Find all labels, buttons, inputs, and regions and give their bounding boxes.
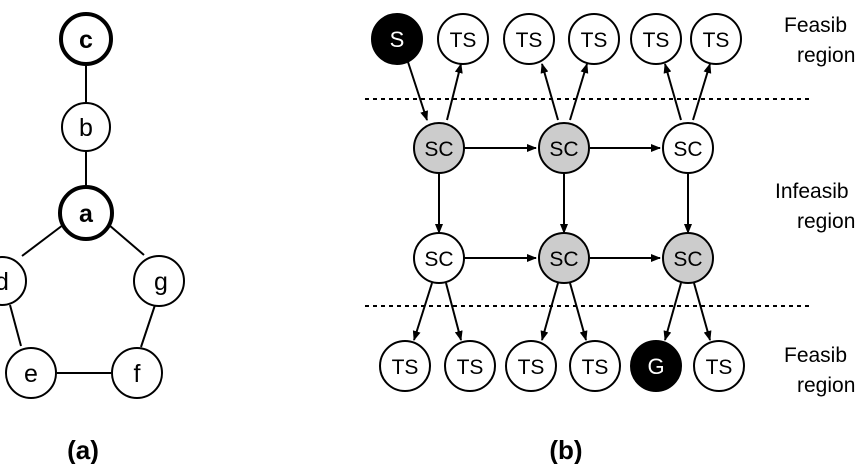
node-start: S [371, 13, 423, 65]
panel-b: S TS TS TS TS TS [365, 13, 855, 464]
top-ts-3: TS [568, 13, 620, 65]
caption-b: (b) [549, 435, 582, 464]
node-a-label: a [79, 200, 94, 228]
edge-a-d [21, 224, 64, 257]
arrow-sc5-ts-right [569, 282, 588, 341]
node-a: a [58, 185, 114, 241]
node-goal: G [630, 340, 682, 392]
bottom-row: TS TS TS TS G TS [379, 340, 745, 392]
panel-a-edges [9, 64, 156, 374]
top-ts-3-label: TS [581, 29, 608, 52]
region-feasible-bottom-line1: Feasib [784, 344, 847, 367]
arrow-sc2-ts-right [569, 63, 589, 121]
node-e: e [5, 347, 57, 399]
top-ts-4: TS [630, 13, 682, 65]
node-goal-label: G [647, 354, 664, 379]
sc-2-3-label: SC [673, 248, 702, 271]
sc-1-3: SC [662, 122, 714, 174]
sc-2-3: SC [662, 232, 714, 284]
bottom-ts-5: TS [693, 340, 745, 392]
node-b-label: b [79, 114, 93, 142]
mid-row-2: SC SC SC [413, 232, 714, 284]
edge-a-g [108, 224, 145, 256]
arrow-sc3-ts-right [692, 63, 712, 121]
mid-row-1: SC SC SC [413, 122, 714, 174]
node-g-label: g [154, 268, 168, 296]
bottom-ts-5-label: TS [706, 356, 733, 379]
edge-d-e [9, 304, 22, 347]
arrow-sc1-ts [446, 63, 463, 121]
panel-b-arrows [407, 61, 712, 341]
sc-2-1-label: SC [424, 248, 453, 271]
sc-1-2: SC [538, 122, 590, 174]
node-e-label: e [24, 360, 38, 388]
arrow-sc2-ts-left [540, 63, 559, 121]
node-f: f [111, 347, 163, 399]
arrow-sc4-ts-left [412, 282, 433, 341]
top-ts-1-label: TS [450, 29, 477, 52]
arrow-sc6-ts-right [693, 282, 712, 341]
top-ts-5-label: TS [703, 29, 730, 52]
region-infeasible-line1: Infeasib [775, 180, 849, 203]
region-feasible-top-line2: region [797, 44, 855, 67]
arrow-s-sc1 [407, 61, 428, 121]
sc-2-2-label: SC [549, 248, 578, 271]
bottom-ts-1-label: TS [392, 356, 419, 379]
node-d-label: d [0, 268, 9, 296]
arrow-sc6-g [663, 282, 682, 341]
bottom-ts-1: TS [379, 340, 431, 392]
bottom-ts-3: TS [505, 340, 557, 392]
region-labels: Feasib region Infeasib region Feasib reg… [775, 14, 855, 397]
bottom-ts-2: TS [444, 340, 496, 392]
top-ts-2: TS [503, 13, 555, 65]
node-start-label: S [390, 27, 405, 52]
region-feasible-top-line1: Feasib [784, 14, 847, 37]
arrow-sc5-ts-left [540, 282, 559, 341]
top-ts-4-label: TS [643, 29, 670, 52]
caption-a: (a) [67, 435, 99, 464]
node-f-label: f [134, 360, 141, 388]
top-ts-1: TS [437, 13, 489, 65]
node-b: b [61, 102, 111, 152]
top-ts-5: TS [690, 13, 742, 65]
top-ts-2-label: TS [516, 29, 543, 52]
sc-1-1: SC [413, 122, 465, 174]
region-infeasible-line2: region [797, 210, 855, 233]
sc-2-2: SC [538, 232, 590, 284]
node-g: g [133, 255, 185, 307]
node-c-label: c [79, 26, 93, 54]
node-d: d [0, 256, 27, 306]
sc-1-3-label: SC [673, 138, 702, 161]
panel-a: c b a d g e f (a) [0, 12, 185, 464]
arrow-sc4-ts-right [445, 282, 463, 341]
sc-1-2-label: SC [549, 138, 578, 161]
top-row: S TS TS TS TS TS [371, 13, 742, 65]
sc-1-1-label: SC [424, 138, 453, 161]
sc-2-1: SC [413, 232, 465, 284]
arrow-sc3-ts-left [663, 63, 682, 121]
edge-g-f [140, 304, 156, 348]
bottom-ts-4: TS [569, 340, 621, 392]
node-c: c [59, 12, 113, 66]
bottom-ts-2-label: TS [457, 356, 484, 379]
bottom-ts-4-label: TS [582, 356, 609, 379]
bottom-ts-3-label: TS [518, 356, 545, 379]
region-feasible-bottom-line2: region [797, 374, 855, 397]
